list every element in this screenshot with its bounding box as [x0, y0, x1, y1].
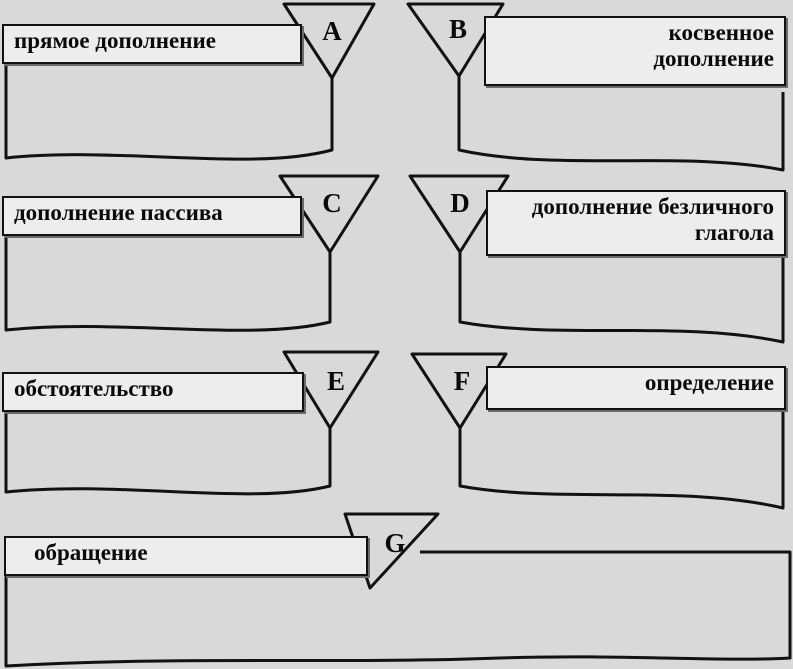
letter-c: C	[322, 188, 342, 218]
label-box-g: обращение	[4, 536, 368, 576]
label-box-b: косвенное дополнение	[484, 16, 786, 86]
slot-outline-b	[457, 76, 785, 172]
letter-f: F	[453, 366, 471, 396]
letter-a: A	[322, 16, 342, 46]
slot-outline-g	[4, 550, 792, 668]
funnel-triangle-f	[410, 352, 508, 430]
funnel-triangle-a	[282, 2, 376, 80]
funnel-triangle-d	[408, 174, 510, 254]
label-box-c: дополнение пассива	[2, 196, 302, 236]
label-box-a: прямое дополнение	[2, 24, 302, 64]
slot-outline-e	[4, 412, 332, 496]
label-box-d: дополнение безличного глагола	[486, 190, 786, 256]
letter-b: B	[448, 14, 467, 44]
slot-outline-a	[4, 62, 334, 161]
slot-outline-c	[4, 238, 332, 332]
slot-outline-f	[458, 412, 785, 510]
letter-d: D	[450, 188, 470, 218]
label-box-f: определение	[486, 366, 786, 410]
slot-outline-d	[458, 252, 785, 344]
funnel-triangle-b	[406, 2, 505, 78]
letter-e: E	[326, 366, 345, 396]
funnel-triangle-c	[278, 174, 380, 254]
letter-g: G	[384, 528, 406, 558]
label-box-e: обстоятельство	[2, 372, 304, 412]
funnel-triangle-e	[282, 350, 380, 430]
